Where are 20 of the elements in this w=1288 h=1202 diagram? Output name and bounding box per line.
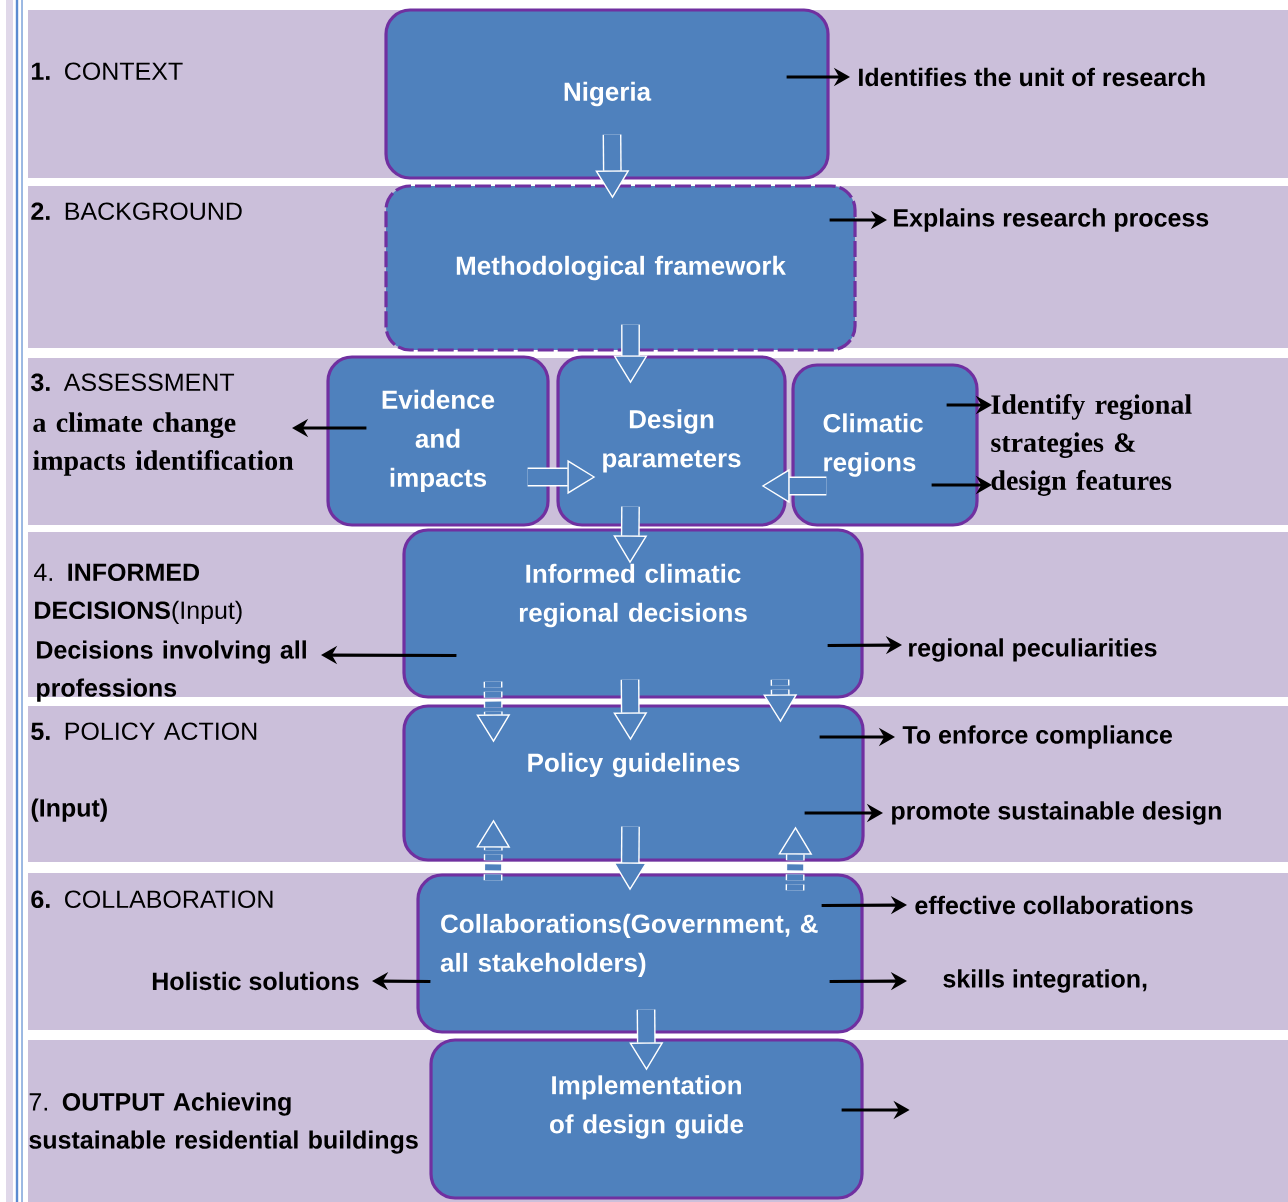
text-label: skills integration, bbox=[943, 969, 1147, 993]
text-label: Identify regional strategies & design features bbox=[991, 394, 1192, 496]
text-label: Holistic solutions bbox=[152, 971, 359, 991]
process-box: Collaborations(Government, & all stakeholders) bbox=[416, 873, 864, 1034]
process-box: Policy guidelines bbox=[402, 704, 865, 862]
dashed-process-box: Methodological framework bbox=[384, 184, 857, 352]
text-label: To enforce compliance bbox=[902, 725, 1172, 749]
text-label: a climate change impacts identification bbox=[33, 412, 294, 476]
process-box: Evidence and impacts bbox=[326, 355, 550, 527]
process-box: Informed climatic regional decisions bbox=[402, 528, 864, 699]
process-box: Design parameters bbox=[556, 355, 787, 527]
text-label: promote sustainable design bbox=[892, 801, 1221, 825]
process-box: Implementation of design guide bbox=[429, 1038, 864, 1200]
text-label: Identifies the unit of research bbox=[859, 67, 1205, 87]
text-label: regional peculiarities bbox=[909, 638, 1157, 662]
text-label: effective collaborations bbox=[915, 895, 1193, 915]
process-box: Climatic regions bbox=[791, 363, 979, 527]
text-label: Decisions involving all professions bbox=[37, 640, 306, 702]
process-box: Nigeria bbox=[384, 8, 830, 180]
text-label: Explains research process bbox=[894, 208, 1209, 232]
